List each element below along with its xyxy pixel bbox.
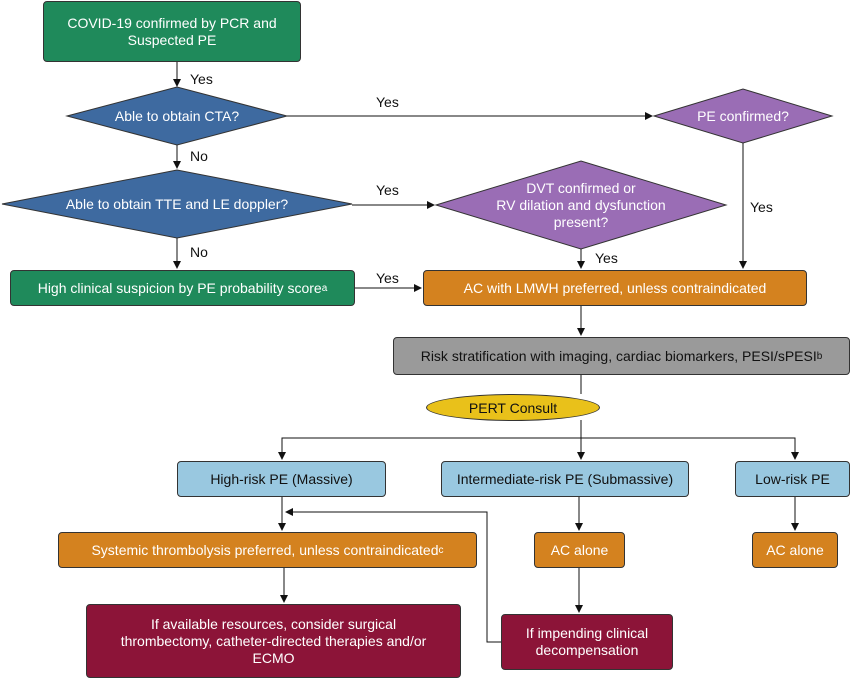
start-line1: COVID-19 confirmed by PCR and — [67, 14, 277, 31]
footnote-b: b — [816, 350, 823, 362]
footnote-c: c — [438, 544, 444, 556]
intermediate-risk-text: Intermediate-risk PE (Submassive) — [456, 470, 674, 487]
high-suspicion-box: High clinical suspicion by PE probabilit… — [10, 270, 355, 306]
ac-alone-mid-text: AC alone — [550, 541, 609, 558]
pe-confirmed-text: PE confirmed? — [697, 107, 789, 124]
pe-confirmed-label: PE confirmed? — [674, 100, 812, 132]
edge-branch-high — [278, 437, 581, 460]
thrombolysis-text: Systemic thrombolysis preferred, unless … — [91, 541, 439, 558]
ac-alone-mid-box: AC alone — [534, 532, 625, 568]
label-pe-yes: Yes — [750, 199, 773, 215]
label-suspicion-yes: Yes — [376, 270, 399, 286]
intermediate-risk-box: Intermediate-risk PE (Submassive) — [441, 461, 689, 497]
tte-label: Able to obtain TTE and LE doppler? — [32, 188, 322, 220]
ac-lmwh-box: AC with LMWH preferred, unless contraind… — [423, 270, 807, 306]
risk-text: Risk stratification with imaging, cardia… — [420, 347, 817, 364]
high-suspicion-text: High clinical suspicion by PE probabilit… — [37, 279, 322, 296]
label-tte-yes: Yes — [376, 182, 399, 198]
surgical-box: If available resources, consider surgica… — [86, 604, 461, 678]
dvt-line1: DVT confirmed or — [526, 179, 636, 196]
edge-decomp-loop — [285, 508, 501, 643]
label-tte-no: No — [190, 244, 208, 260]
start-line2: Suspected PE — [127, 31, 217, 48]
label-start-yes: Yes — [190, 71, 213, 87]
ac-lmwh-text: AC with LMWH preferred, unless contraind… — [463, 279, 767, 296]
surgical-line2: thrombectomy, catheter-directed therapie… — [120, 632, 427, 649]
decompensation-line1: If impending clinical — [525, 625, 649, 641]
decompensation-box: If impending clinical decompensation — [501, 614, 673, 670]
label-cta-yes: Yes — [376, 94, 399, 110]
low-risk-box: Low-risk PE — [735, 461, 850, 497]
pe-confirmed-diamond — [652, 88, 834, 144]
cta-label: Able to obtain CTA? — [87, 100, 267, 132]
footnote-a: a — [321, 282, 328, 294]
ac-alone-low-box: AC alone — [752, 532, 838, 568]
surgical-line1: If available resources, consider surgica… — [150, 615, 397, 632]
dvt-line2: RV dilation and dysfunction — [496, 196, 666, 213]
dvt-label: DVT confirmed or RV dilation and dysfunc… — [466, 178, 696, 232]
start-box: COVID-19 confirmed by PCR and Suspected … — [43, 1, 301, 62]
low-risk-text: Low-risk PE — [755, 470, 830, 487]
dvt-line3: present? — [553, 213, 609, 230]
edge-branch-low — [581, 437, 799, 460]
ac-alone-low-text: AC alone — [766, 541, 824, 558]
tte-diamond — [1, 169, 353, 239]
surgical-line3: ECMO — [252, 649, 295, 666]
high-risk-text: High-risk PE (Massive) — [210, 470, 353, 487]
tte-text: Able to obtain TTE and LE doppler? — [65, 195, 289, 212]
high-risk-box: High-risk PE (Massive) — [177, 461, 386, 497]
label-dvt-yes: Yes — [595, 250, 618, 266]
label-cta-no: No — [190, 148, 208, 164]
dvt-diamond — [434, 160, 728, 250]
pert-text: PERT Consult — [468, 399, 558, 416]
decompensation-line2: decompensation — [535, 642, 639, 658]
risk-box: Risk stratification with imaging, cardia… — [393, 337, 850, 375]
pert-oval: PERT Consult — [426, 394, 600, 421]
cta-text: Able to obtain CTA? — [114, 107, 240, 124]
thrombolysis-box: Systemic thrombolysis preferred, unless … — [58, 532, 477, 568]
